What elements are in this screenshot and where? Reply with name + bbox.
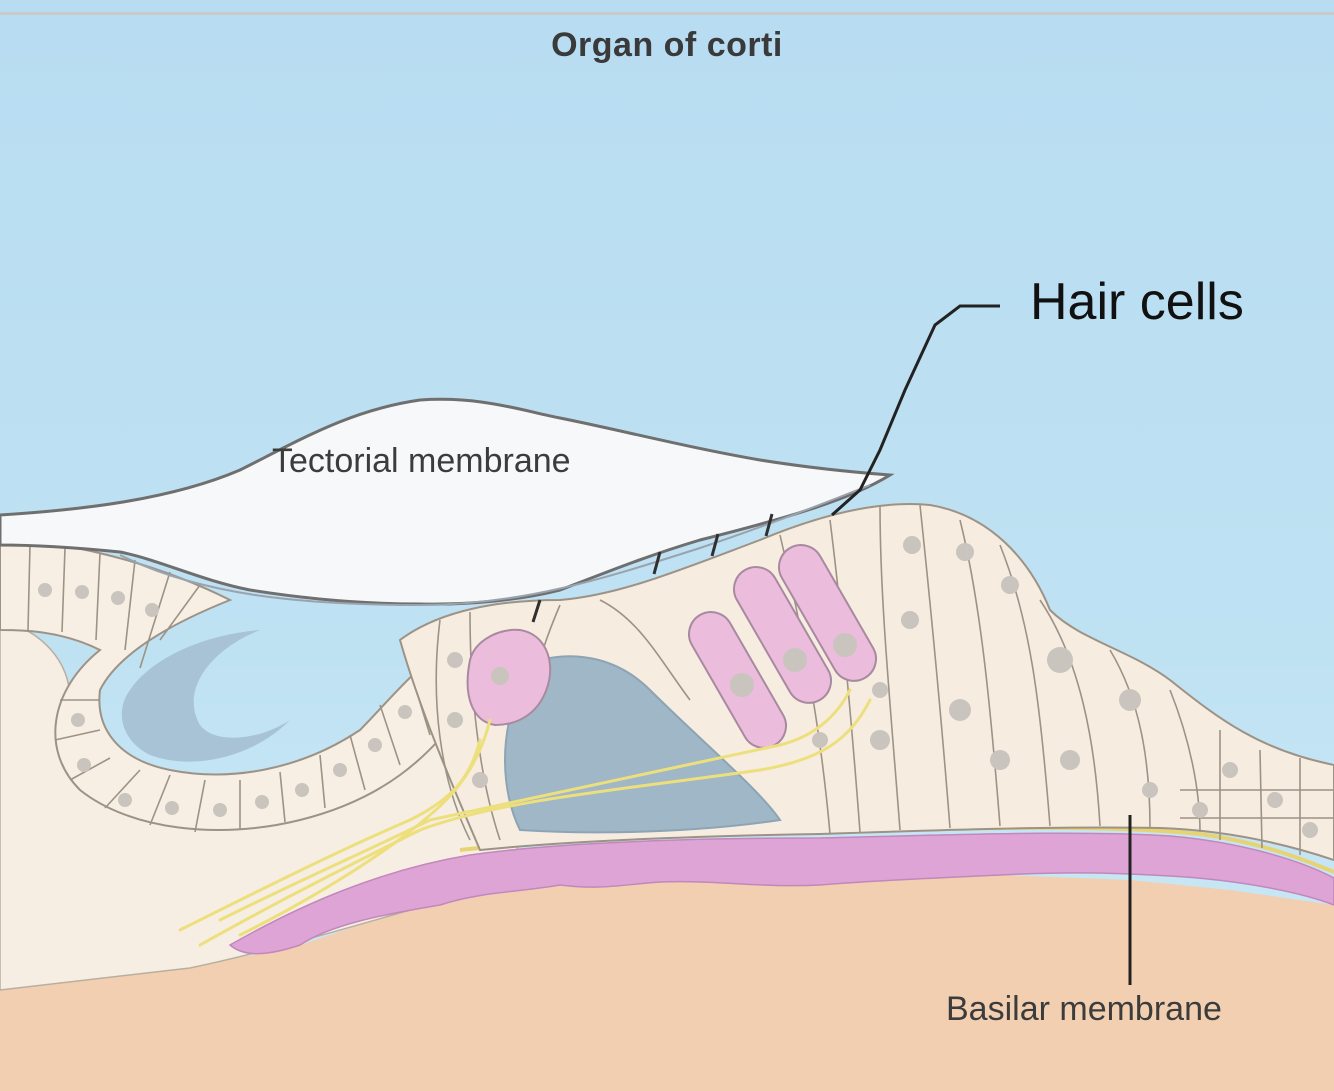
inner-sulcus-cell-walls (27, 544, 431, 833)
organ-nuclei (447, 536, 1318, 838)
inner-sulcus-nuclei (38, 583, 412, 817)
hair-cells-leader-line (831, 304, 1000, 517)
basilar-membrane-layer (228, 832, 1334, 955)
stereocilia (531, 513, 774, 623)
tectorial-underline (119, 484, 871, 607)
inner-hair-cell-nucleus (491, 667, 509, 685)
tectorial-membrane-label: Tectorial membrane (272, 442, 571, 480)
basilar-membrane-label: Basilar membrane (946, 990, 1222, 1028)
hair-cells-label: Hair cells (1030, 273, 1244, 331)
top-frame-line (0, 12, 1334, 15)
outer-hair-cell-nuclei (730, 633, 857, 697)
inner-sulcus-space (121, 630, 290, 762)
bone-base (0, 875, 1334, 1091)
inner-hair-cell (466, 628, 552, 727)
nerve-fibres (178, 688, 872, 947)
diagram-title: Organ of corti (551, 26, 783, 64)
tectorial-membrane (0, 397, 895, 606)
